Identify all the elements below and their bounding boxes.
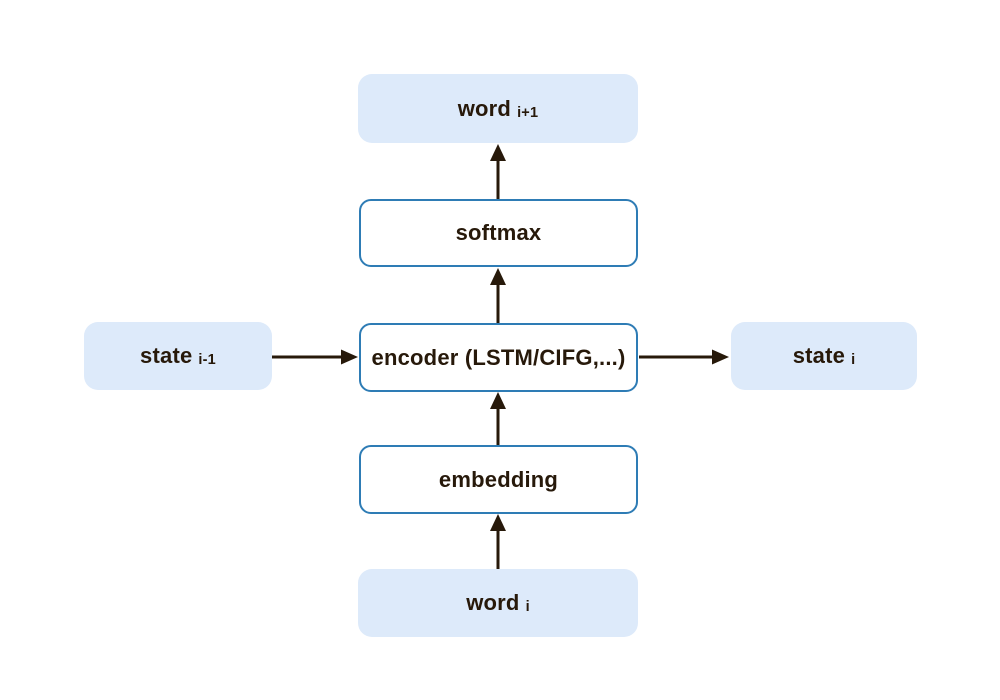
node-label: softmax (455, 220, 542, 245)
arrow-embedding-to-encoder (490, 392, 506, 445)
node-label: state (140, 343, 193, 368)
node-subscript: i (525, 599, 530, 616)
node-label: embedding (438, 466, 559, 492)
node-subscript: i-1 (198, 352, 216, 369)
node-label: encoder (LSTM/CIFG,...) (371, 344, 626, 370)
node-label: word (457, 95, 512, 121)
arrow-encoder-to-softmax (490, 268, 506, 323)
node-label: state (792, 343, 846, 368)
node-word-next: word i+1 (358, 74, 638, 143)
arrow-softmax-to-word-next (490, 144, 506, 199)
node-embedding: embedding (359, 445, 638, 514)
node-label: word (466, 590, 520, 615)
node-encoder: encoder (LSTM/CIFG,...) (359, 323, 638, 392)
arrow-state-prev-to-encoder (272, 349, 358, 365)
node-softmax: softmax (359, 199, 638, 267)
arrow-word-to-embedding (490, 514, 506, 569)
arrow-encoder-to-state-next (639, 349, 729, 365)
node-state-prev: state i-1 (84, 322, 272, 390)
node-subscript: i (851, 352, 856, 369)
node-subscript: i+1 (517, 104, 539, 121)
